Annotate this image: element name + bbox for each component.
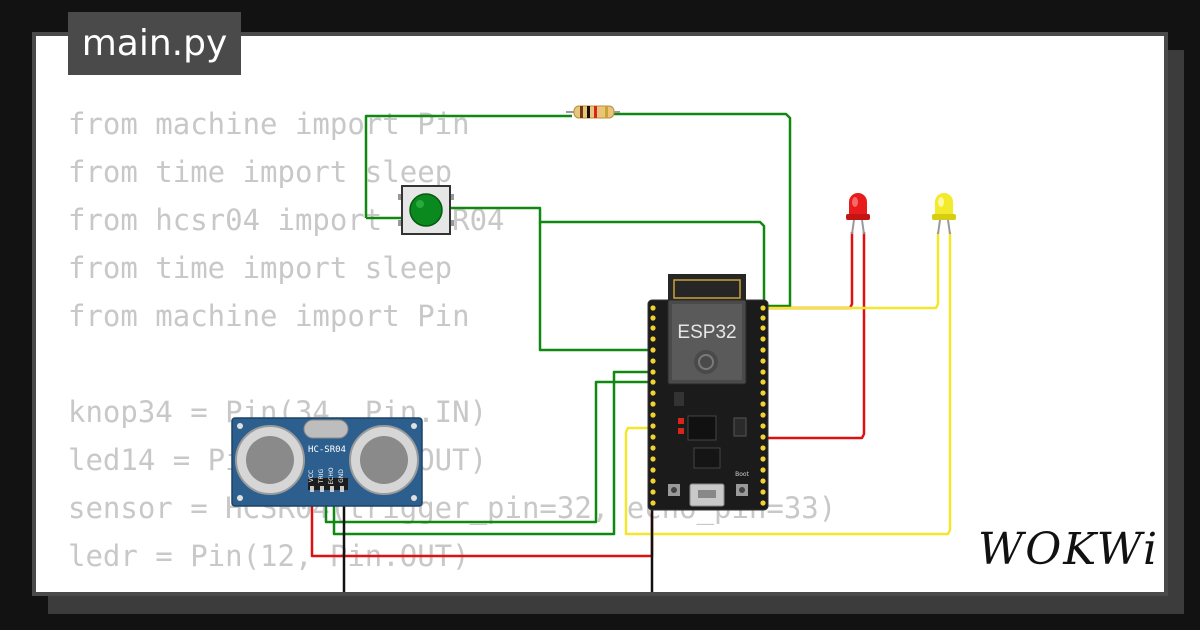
wokwi-logo: WOKWi bbox=[978, 524, 1160, 575]
code-line: from machine import Pin bbox=[68, 299, 470, 333]
code-line: from machine import Pin bbox=[68, 107, 470, 141]
wire-green bbox=[538, 222, 652, 352]
file-tab[interactable]: main.py bbox=[68, 12, 241, 75]
sensor-pin-gnd: GND bbox=[338, 469, 345, 483]
esp32-board[interactable] bbox=[647, 274, 769, 511]
ultrasonic-sensor[interactable] bbox=[231, 417, 423, 507]
wire-green bbox=[332, 370, 652, 536]
wire-red bbox=[762, 232, 854, 310]
esp32-label: ESP32 bbox=[677, 322, 736, 343]
wire-yellow bbox=[624, 232, 952, 536]
code-line: knop34 = Pin(34, Pin.IN) bbox=[68, 395, 488, 429]
preview-frame bbox=[32, 32, 1168, 596]
red-led[interactable] bbox=[846, 193, 870, 235]
esp32-boot-label: Boot bbox=[735, 471, 749, 478]
wire-yellow bbox=[762, 232, 940, 310]
wire-green bbox=[614, 112, 792, 308]
resistor[interactable] bbox=[566, 105, 620, 119]
code-line: from time import sleep bbox=[68, 155, 453, 189]
yellow-led[interactable] bbox=[932, 193, 956, 235]
wire-green bbox=[450, 206, 766, 306]
sensor-pin-vcc: VCC bbox=[308, 470, 315, 482]
code-line: from time import sleep bbox=[68, 251, 453, 285]
push-button[interactable] bbox=[398, 185, 454, 235]
sensor-pin-echo: ECHO bbox=[328, 467, 335, 484]
sensor-label: HC-SR04 bbox=[308, 445, 346, 455]
sensor-pin-trig: TRIG bbox=[318, 469, 325, 485]
esp32-pin-header-right bbox=[760, 305, 766, 506]
esp32-pin-header-left bbox=[650, 305, 656, 506]
wire-green bbox=[364, 114, 572, 218]
